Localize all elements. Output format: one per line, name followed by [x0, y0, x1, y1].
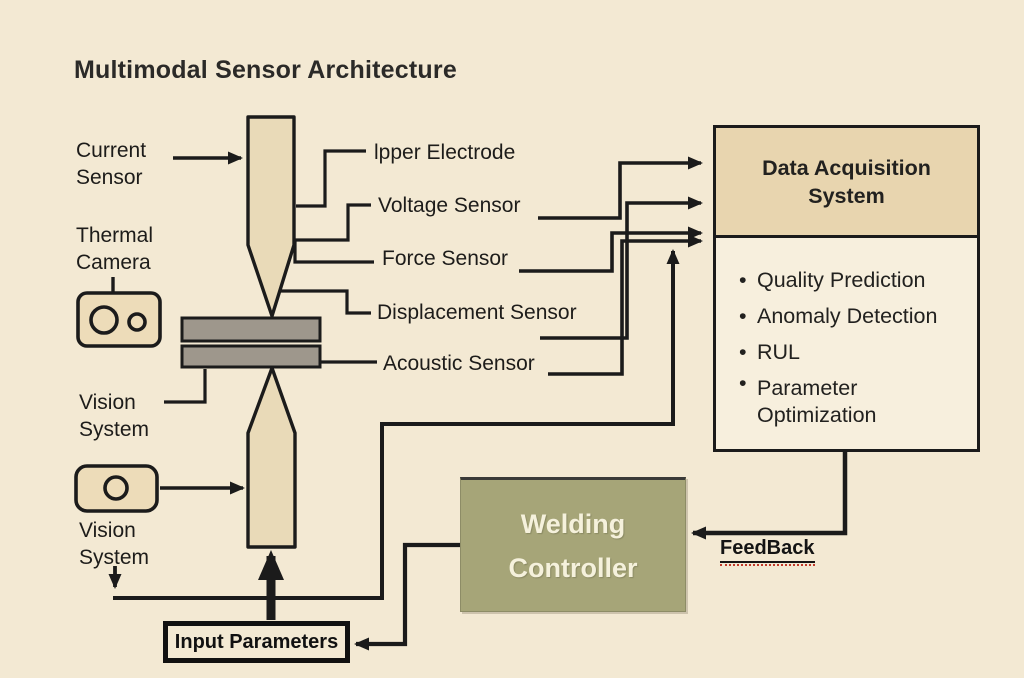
vision-camera-icon — [74, 464, 159, 513]
vision-system-lower-label: Vision System — [79, 519, 150, 569]
vision-system-upper-label: Vision System — [79, 391, 150, 441]
acoustic-sensor-label: Acoustic Sensor — [383, 352, 535, 375]
das-list-item: Quality Prediction — [739, 262, 969, 298]
input-parameters-box: Input Parameters — [163, 621, 350, 663]
voltage-sensor-to-das-line — [538, 156, 703, 220]
force-sensor-label: Force Sensor — [382, 247, 509, 270]
displacement-sensor-to-das-line — [540, 196, 703, 340]
controller-to-input-parameters-line — [354, 542, 460, 651]
lower-electrode-shape — [246, 366, 297, 549]
thermal-camera-icon — [76, 291, 162, 348]
displacement-sensor-bracket — [281, 289, 371, 315]
upper-electrode-bracket — [296, 149, 366, 208]
feedback-label: FeedBack — [720, 537, 815, 566]
das-list-item: Parameter Optimization — [739, 370, 969, 429]
das-list-item: Anomaly Detection — [739, 298, 969, 334]
das-title: Data Acquisition System — [762, 155, 931, 208]
das-list-item: RUL — [739, 334, 969, 370]
welding-controller-box: Welding Controller — [460, 477, 686, 612]
vision-upper-elbow — [164, 369, 207, 404]
voltage-sensor-label: Voltage Sensor — [378, 194, 521, 217]
acoustic-sensor-to-das-line — [548, 234, 703, 376]
force-sensor-bracket — [293, 240, 374, 264]
welding-controller-title: Welding Controller — [508, 508, 638, 583]
workpiece-plate-lower — [180, 344, 322, 369]
das-header: Data Acquisition System — [716, 128, 977, 238]
input-parameters-label: Input Parameters — [174, 630, 339, 653]
thermal-camera-label: Thermal Camera — [76, 224, 154, 274]
data-acquisition-system-box: Data Acquisition System Quality Predicti… — [713, 125, 980, 452]
das-feedback-line — [691, 452, 848, 540]
displacement-sensor-label: Displacement Sensor — [377, 301, 577, 324]
force-sensor-to-das-line — [519, 226, 703, 273]
feedback-label-text: FeedBack — [720, 537, 815, 563]
voltage-sensor-bracket — [294, 203, 371, 242]
upper-electrode-label: lpper Electrode — [374, 141, 516, 164]
das-capability-list: Quality Prediction Anomaly Detection RUL… — [716, 262, 977, 429]
workpiece-plate-upper — [180, 316, 322, 343]
upper-electrode-shape — [246, 115, 296, 318]
current-sensor-label: Current Sensor — [76, 139, 147, 189]
diagram-title: Multimodal Sensor Architecture — [74, 56, 457, 84]
bottom-route-to-das-line — [113, 249, 680, 600]
